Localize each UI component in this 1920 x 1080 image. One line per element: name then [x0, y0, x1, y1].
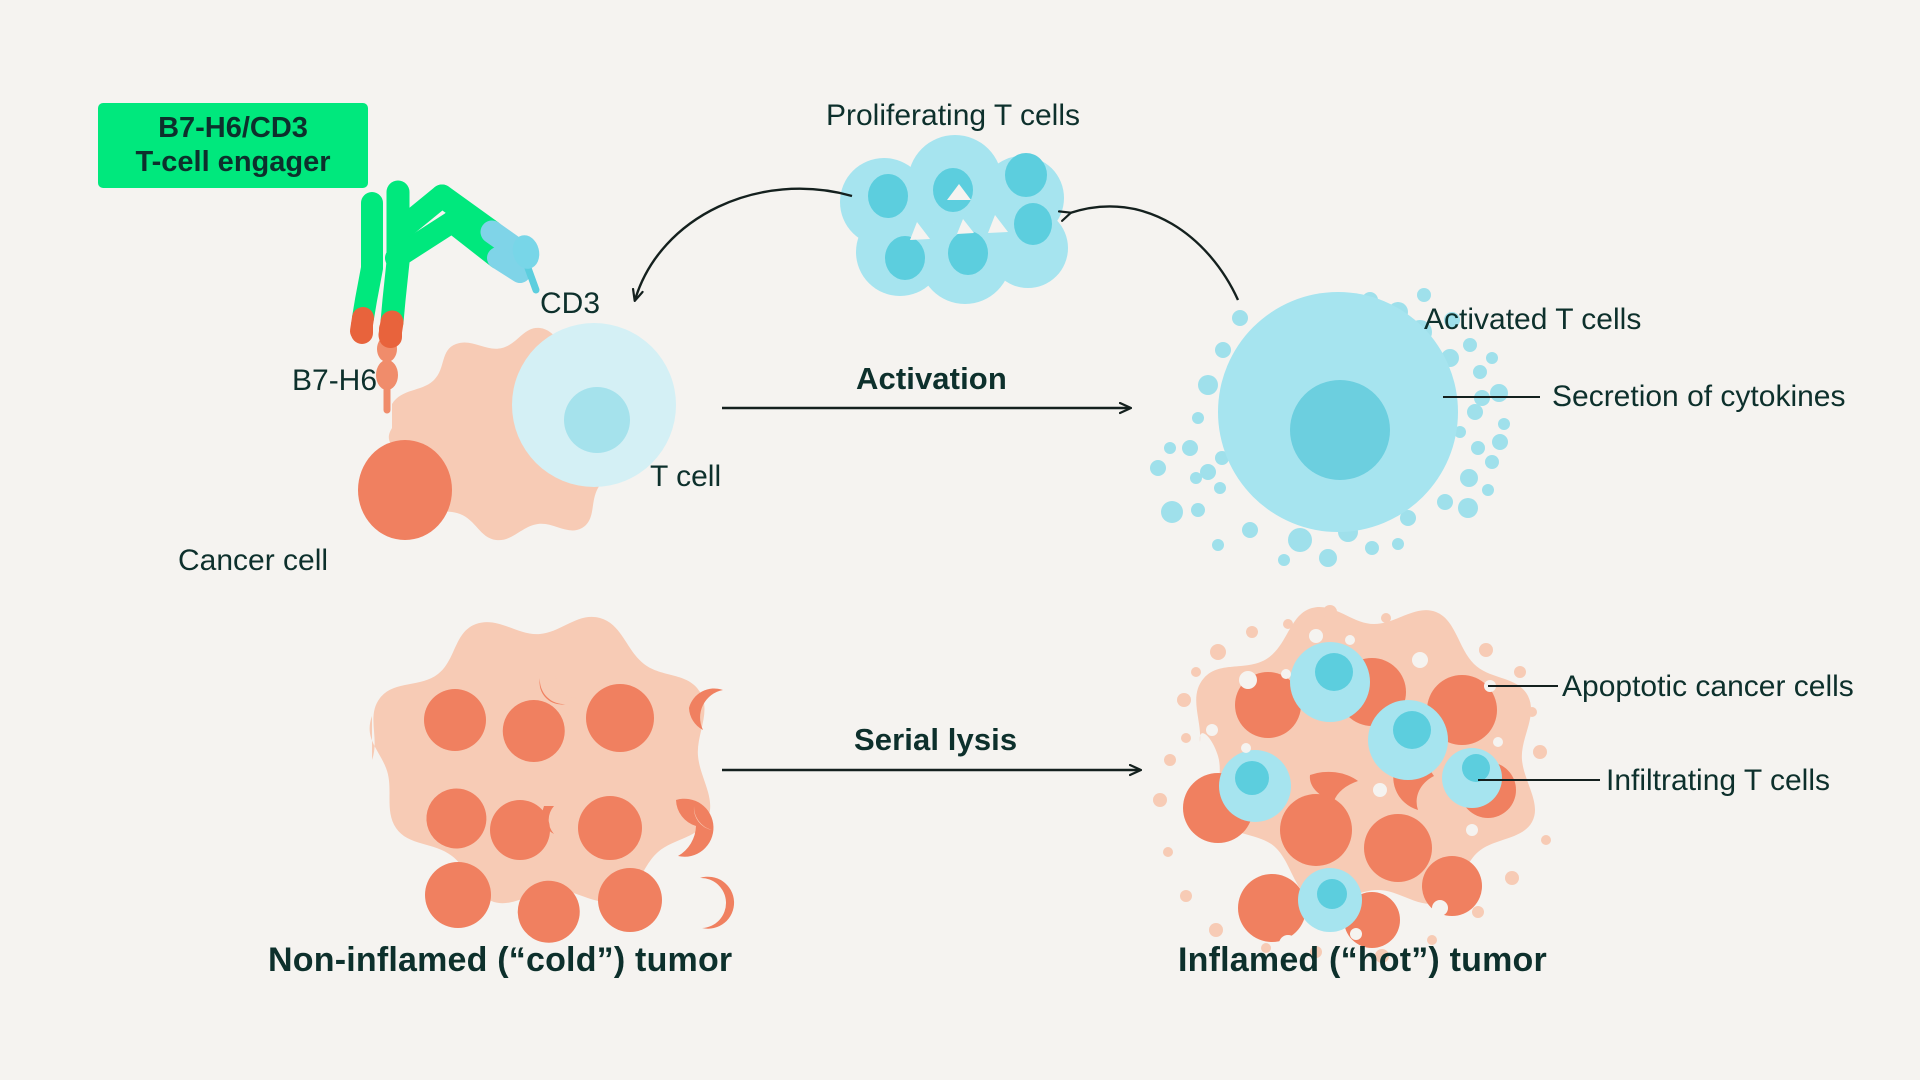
curved-arrow-right-icon — [1070, 205, 1240, 301]
proliferating-t-cell-cluster-icon — [840, 135, 1068, 304]
label-apoptotic-cancer-cells: Apoptotic cancer cells — [1562, 670, 1854, 703]
engager-badge-line1: B7-H6/CD3 — [158, 112, 308, 145]
process-label-serial-lysis: Serial lysis — [854, 722, 1018, 757]
antibody-icon — [350, 180, 531, 348]
caption-hot-tumor: Inflamed (“hot”) tumor — [1178, 941, 1547, 979]
curved-arrow-left-icon — [635, 187, 853, 300]
label-proliferating-t-cells: Proliferating T cells — [826, 99, 1081, 132]
label-activated-t-cells: Activated T cells — [1424, 303, 1642, 336]
label-b7h6: B7-H6 — [292, 364, 378, 397]
t-cell-icon — [512, 323, 676, 487]
cd3-receptor-icon — [512, 235, 540, 294]
label-secretion-of-cytokines: Secretion of cytokines — [1552, 380, 1846, 413]
engager-badge-line2: T-cell engager — [135, 146, 331, 178]
activated-t-cell-icon — [1150, 288, 1510, 567]
label-cd3: CD3 — [540, 287, 601, 320]
label-t-cell: T cell — [650, 460, 722, 493]
label-infiltrating-t-cells: Infiltrating T cells — [1606, 764, 1830, 797]
hot-tumor-icon — [1153, 605, 1551, 963]
caption-cold-tumor: Non-inflamed (“cold”) tumor — [268, 941, 733, 979]
label-cancer-cell: Cancer cell — [178, 544, 329, 577]
process-label-activation: Activation — [856, 361, 1007, 396]
engager-badge: B7-H6/CD3 T-cell engager — [98, 103, 368, 188]
cold-tumor-icon — [369, 616, 735, 943]
